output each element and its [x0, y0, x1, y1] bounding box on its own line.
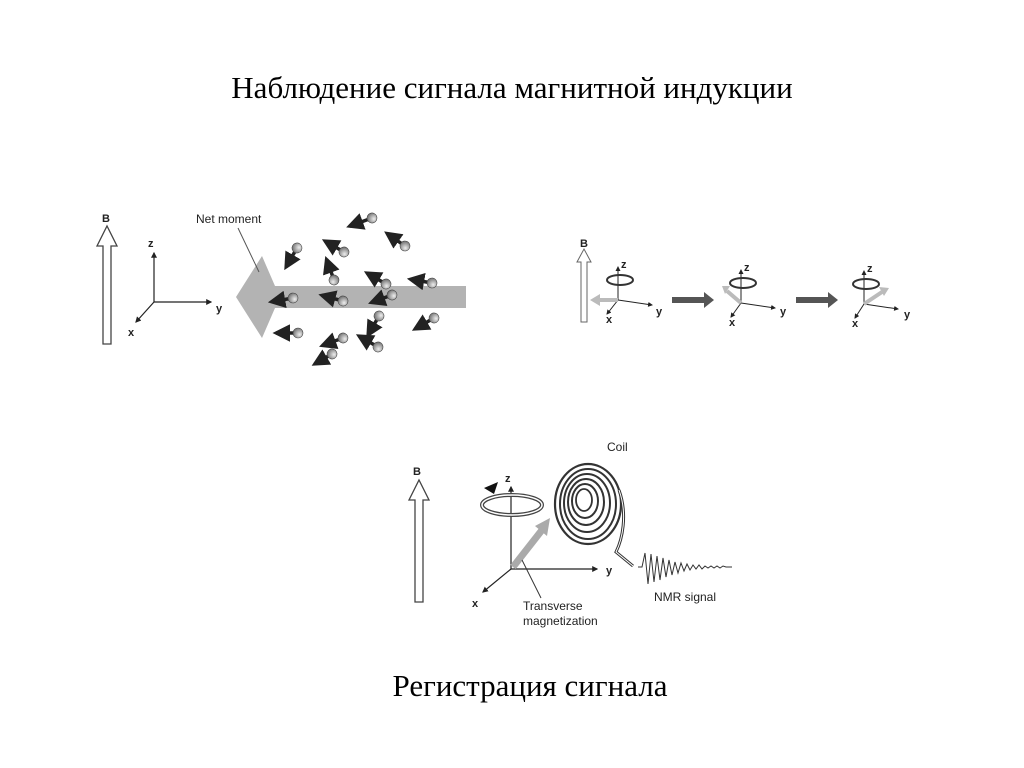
b-field-arrow: [407, 478, 431, 603]
b-field-label: B: [413, 466, 421, 478]
axis-label-x: x: [128, 327, 135, 339]
spin-group: [267, 212, 440, 366]
net-moment-arrow: [236, 256, 466, 338]
nmr-signal-label: NMR signal: [654, 590, 716, 604]
transverse-label-line1: Transverse: [523, 599, 583, 613]
b-field-label: B: [580, 238, 588, 250]
transverse-magnetization-arrow: [510, 518, 550, 570]
b-field-label: B: [102, 213, 110, 225]
axis-label-x: x: [852, 318, 859, 330]
axis-label-z: z: [744, 262, 750, 274]
slide-title: Наблюдение сигнала магнитной индукции: [231, 70, 793, 105]
axis-label-z: z: [148, 238, 154, 250]
axes: [135, 251, 213, 323]
b-field-arrow: [95, 224, 119, 345]
axis-label-y: y: [216, 303, 223, 315]
coil: [553, 462, 634, 568]
axis-label-x: x: [729, 317, 736, 329]
slide-caption: Регистрация сигнала: [392, 668, 668, 703]
transition-arrow-1: [672, 292, 714, 308]
transverse-label-line2: magnetization: [523, 614, 598, 628]
axis-label-x: x: [606, 314, 613, 326]
coil-label: Coil: [607, 440, 628, 454]
nmr-signal-waveform: [638, 552, 732, 585]
axis-label-z: z: [621, 259, 627, 271]
net-moment-label: Net moment: [196, 212, 262, 226]
axis-label-y: y: [780, 306, 787, 318]
axes: [482, 485, 599, 593]
axis-label-y: y: [656, 306, 663, 318]
axis-label-y: y: [606, 565, 613, 577]
frame-2: [722, 269, 776, 318]
figure-signal-detection: B z y x Transverse magnetization: [407, 440, 732, 628]
axis-label-z: z: [867, 263, 873, 275]
frame-1: [590, 266, 653, 315]
figure-net-moment: B z y x Net moment: [95, 212, 466, 366]
rotation-indicator: [480, 482, 544, 517]
frame-3: [852, 270, 899, 319]
axis-label-x: x: [472, 598, 479, 610]
axis-label-z: z: [505, 473, 511, 485]
figure-precession-sequence: B z y x z y x: [576, 238, 911, 330]
b-field-arrow: [576, 247, 592, 323]
axis-label-y: y: [904, 309, 911, 321]
transition-arrow-2: [796, 292, 838, 308]
transverse-pointer: [521, 559, 542, 599]
net-moment-pointer: [237, 227, 260, 273]
